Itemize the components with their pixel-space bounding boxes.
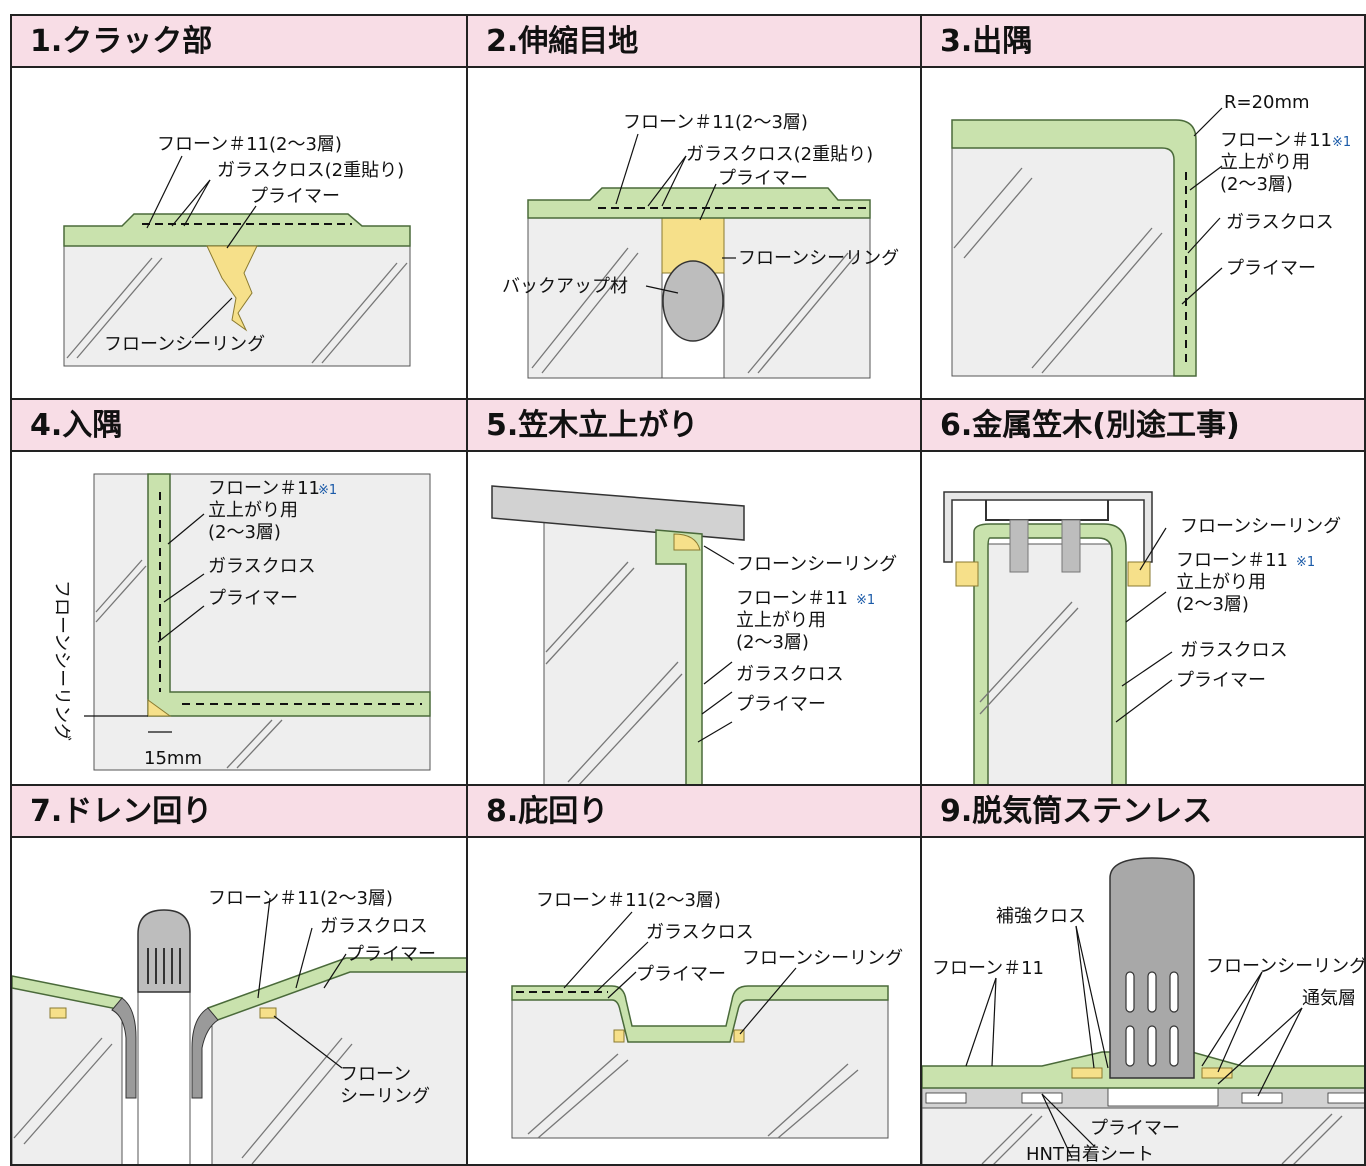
panel-coping-riser: 5.笠木立上がり フローンシーリング フローン＃11 ※1 立上がり用 (2〜3… [466, 398, 922, 786]
label-hnt: HNT自着シート [1026, 1144, 1154, 1165]
label-glass-cloth: ガラスクロス [646, 922, 754, 943]
panel-inside-corner: 4.入隅 フローン＃11 ※1 立上がり用 (2〜3層) ガラスクロス [10, 398, 468, 786]
panel-title: 8.庇回り [468, 786, 920, 838]
label-primer: プライマー [250, 186, 340, 207]
panel-title: 2.伸縮目地 [468, 16, 920, 68]
label-layers: (2〜3層) [208, 522, 281, 543]
panel-crack: 1.クラック部 フローン＃11(2〜3層) ガラスクロス(2重貼り) プライマー… [10, 14, 468, 400]
label-sealing: フローンシーリング [104, 334, 265, 355]
label-sealing: フローンシーリング [742, 948, 903, 969]
label-riser: 立上がり用 [208, 500, 298, 521]
label-primer: プライマー [718, 168, 808, 189]
label-fron11: フローン＃11 [1176, 550, 1288, 571]
panel-outside-corner: 3.出隅 R=20mm フローン＃11 ※1 立上がり用 (2〜3層) ガラスク… [920, 14, 1366, 400]
label-sealing: フローンシーリング [736, 554, 897, 575]
label-fron11: フローン＃11(2〜3層) [623, 112, 808, 133]
label-primer: プライマー [208, 588, 298, 609]
label-primer: プライマー [1226, 258, 1316, 279]
panel-eaves: 8.庇回り フローン＃11(2〜3層) ガラスクロス プライマー フローンシーリ… [466, 784, 922, 1166]
label-riser: 立上がり用 [736, 610, 826, 631]
label-glass-cloth: ガラスクロス [208, 556, 316, 577]
label-primer: プライマー [346, 944, 436, 965]
outside-corner-drawing: R=20mm フローン＃11 ※1 立上がり用 (2〜3層) ガラスクロス プラ… [951, 92, 1351, 377]
label-fron11: フローン＃11 [932, 958, 1044, 979]
panel-expansion-joint: 2.伸縮目地 フローン＃11(2〜3層) ガラスクロス(2重貼り) プ [466, 14, 922, 400]
panel-drain: 7.ドレン回り [10, 784, 468, 1166]
crack-drawing: フローン＃11(2〜3層) ガラスクロス(2重貼り) プライマー フローンシーリ… [63, 134, 411, 367]
label-note: ※1 [318, 483, 337, 498]
label-riser: 立上がり用 [1220, 152, 1310, 173]
label-sealing: フローンシーリング [1180, 516, 1341, 537]
panel-title: 7.ドレン回り [12, 786, 466, 838]
label-glass-cloth: ガラスクロス [1226, 212, 1334, 233]
label-fron11: フローン＃11(2〜3層) [157, 134, 342, 155]
panel-title: 1.クラック部 [12, 16, 466, 68]
label-primer: プライマー [636, 964, 726, 985]
label-fron11: フローン＃11(2〜3層) [536, 890, 721, 911]
label-glass-cloth: ガラスクロス [1180, 640, 1288, 661]
panel-metal-coping: 6.金属笠木(別途工事) フローンシーリング フローン＃11 ※1 立上がり用 [920, 398, 1366, 786]
label-glass-cloth: ガラスクロス [320, 916, 428, 937]
label-15mm: 15mm [144, 748, 202, 769]
coping-riser-drawing: フローンシーリング フローン＃11 ※1 立上がり用 (2〜3層) ガラスクロス… [491, 485, 897, 784]
label-layers: (2〜3層) [736, 632, 809, 653]
vent-pipe-drawing: 補強クロス フローン＃11 フローンシーリング 通気層 プライマー HNT自着シ… [922, 857, 1366, 1165]
panel-title: 6.金属笠木(別途工事) [922, 400, 1364, 452]
label-backup: バックアップ材 [502, 276, 628, 297]
label-glass-cloth: ガラスクロス(2重貼り) [686, 144, 873, 165]
label-fron11: フローン＃11 [736, 588, 848, 609]
label-glass-cloth: ガラスクロス(2重貼り) [217, 160, 404, 181]
label-layers: (2〜3層) [1220, 174, 1293, 195]
label-primer: プライマー [736, 694, 826, 715]
label-sealing: フローンシーリング [1206, 956, 1366, 977]
label-note: ※1 [856, 593, 875, 608]
expansion-joint-drawing: フローン＃11(2〜3層) ガラスクロス(2重貼り) プライマー フローンシーリ… [502, 112, 899, 379]
inside-corner-drawing: フローン＃11 ※1 立上がり用 (2〜3層) ガラスクロス プライマー 15m… [51, 473, 431, 771]
panel-vent-pipe: 9.脱気筒ステンレス [920, 784, 1366, 1166]
label-fron: フローン [340, 1064, 411, 1085]
label-primer: プライマー [1176, 670, 1266, 691]
metal-coping-drawing: フローンシーリング フローン＃11 ※1 立上がり用 (2〜3層) ガラスクロス… [943, 491, 1341, 784]
label-reinforce: 補強クロス [996, 906, 1086, 927]
label-r20: R=20mm [1224, 92, 1310, 113]
label-sealing-vertical: フローンシーリング [51, 580, 72, 741]
label-fron11: フローン＃11(2〜3層) [208, 888, 393, 909]
label-fron11: フローン＃11 [208, 478, 320, 499]
label-glass-cloth: ガラスクロス [736, 664, 844, 685]
label-sealing: フローンシーリング [738, 248, 899, 269]
panel-title: 4.入隅 [12, 400, 466, 452]
label-fron11: フローン＃11 [1220, 130, 1332, 151]
panel-title: 3.出隅 [922, 16, 1364, 68]
drain-drawing: フローン＃11(2〜3層) ガラスクロス プライマー フローン シーリング [12, 888, 466, 1164]
label-layers: (2〜3層) [1176, 594, 1249, 615]
label-primer: プライマー [1090, 1118, 1180, 1139]
panel-title: 5.笠木立上がり [468, 400, 920, 452]
label-vent-layer: 通気層 [1302, 988, 1356, 1009]
panel-title: 9.脱気筒ステンレス [922, 786, 1364, 838]
label-note: ※1 [1332, 135, 1351, 150]
label-sealing-short: シーリング [340, 1086, 430, 1107]
label-note: ※1 [1296, 555, 1315, 570]
eaves-drawing: フローン＃11(2〜3層) ガラスクロス プライマー フローンシーリング [511, 890, 903, 1139]
label-riser: 立上がり用 [1176, 572, 1266, 593]
